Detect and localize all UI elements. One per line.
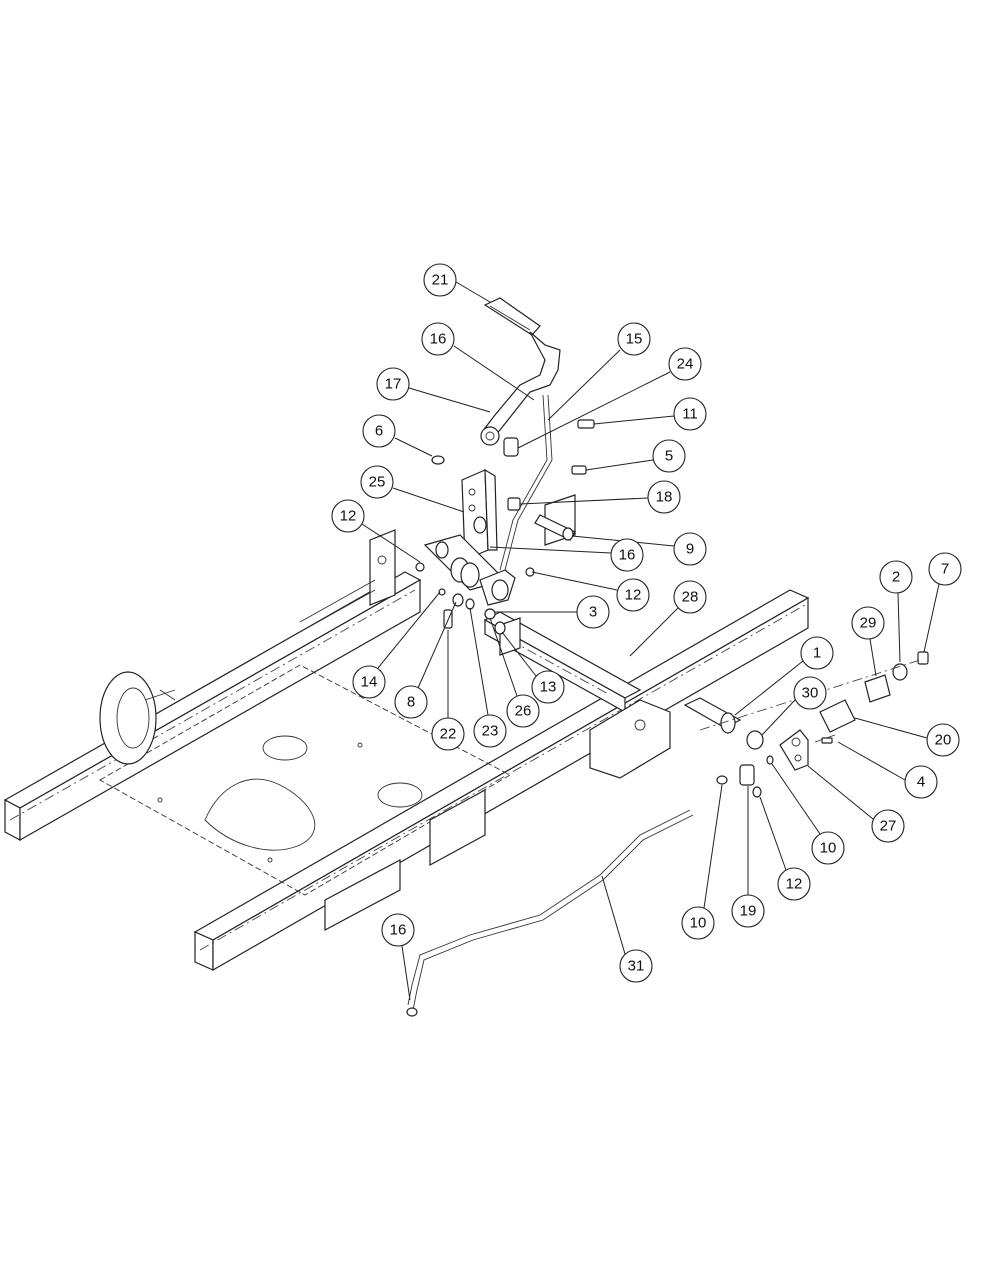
svg-text:5: 5	[665, 448, 673, 465]
callout-19: 19	[731, 786, 765, 928]
svg-text:17: 17	[385, 376, 402, 393]
svg-text:24: 24	[677, 356, 694, 373]
right-linkage	[683, 651, 929, 798]
svg-text:1: 1	[813, 645, 821, 662]
callout-1: 1	[734, 636, 834, 716]
svg-text:8: 8	[407, 694, 415, 711]
svg-text:11: 11	[682, 406, 698, 423]
callout-3: 3	[494, 595, 610, 629]
callout-10-low: 10	[681, 784, 723, 940]
callout-7: 7	[923, 552, 962, 653]
callout-6: 6	[362, 414, 433, 457]
svg-text:13: 13	[540, 679, 557, 696]
svg-text:7: 7	[941, 561, 949, 578]
mount-plate	[461, 468, 498, 561]
floor-plate	[99, 664, 511, 896]
brake-disc	[99, 671, 176, 765]
callout-22: 22	[431, 630, 465, 751]
callout-28: 28	[629, 580, 707, 657]
callout-16-low: 16	[381, 913, 415, 1001]
throttle-rod	[406, 809, 694, 1017]
callout-16: 16	[421, 322, 535, 401]
callout-31: 31	[601, 875, 653, 983]
svg-text:19: 19	[740, 903, 757, 920]
svg-text:27: 27	[880, 818, 897, 835]
callout-14: 14	[352, 591, 441, 699]
callout-27: 27	[807, 765, 905, 843]
callout-4: 4	[837, 741, 938, 799]
pedal-assembly	[480, 297, 561, 446]
svg-text:23: 23	[482, 723, 499, 740]
frame-right-rail	[193, 589, 810, 972]
callout-24: 24	[517, 347, 702, 449]
svg-text:28: 28	[682, 589, 699, 606]
svg-text:31: 31	[628, 958, 645, 975]
callout-26: 26	[489, 617, 540, 728]
callout-16-mid: 16	[489, 538, 644, 572]
callout-18: 18	[519, 480, 681, 514]
callout-25: 25	[360, 465, 465, 513]
callout-2: 2	[879, 560, 913, 663]
svg-text:29: 29	[860, 615, 877, 632]
svg-text:12: 12	[786, 876, 803, 893]
callout-5: 5	[585, 439, 686, 473]
callout-11: 11	[593, 397, 707, 431]
callout-12-mid: 12	[531, 571, 650, 612]
callout-13: 13	[501, 631, 565, 704]
callout-10-right: 10	[771, 763, 845, 865]
callout-12-top: 12	[331, 499, 421, 563]
svg-text:10: 10	[820, 840, 837, 857]
svg-text:6: 6	[375, 423, 383, 440]
svg-text:12: 12	[625, 587, 642, 604]
svg-text:14: 14	[361, 674, 378, 691]
svg-text:22: 22	[440, 726, 457, 743]
svg-text:10: 10	[690, 915, 707, 932]
svg-text:26: 26	[515, 703, 532, 720]
callout-23: 23	[469, 607, 507, 748]
callout-29: 29	[851, 606, 885, 677]
callout-15: 15	[547, 322, 651, 421]
svg-text:20: 20	[935, 732, 952, 749]
svg-text:9: 9	[686, 541, 694, 558]
svg-text:30: 30	[802, 685, 819, 702]
rail-bracket-front	[324, 699, 671, 931]
svg-text:15: 15	[626, 331, 643, 348]
svg-text:2: 2	[892, 569, 900, 586]
callout-group: 21 16 15 24 17 11 6 5 25 18 12 9 16 12 3…	[331, 263, 962, 1001]
svg-text:25: 25	[369, 474, 386, 491]
callout-21: 21	[423, 263, 491, 303]
svg-text:3: 3	[589, 604, 597, 621]
control-rod	[499, 394, 553, 571]
callout-8: 8	[394, 601, 457, 719]
callout-12-low: 12	[759, 796, 811, 901]
callout-17: 17	[376, 367, 491, 413]
svg-text:4: 4	[917, 774, 925, 791]
callout-30: 30	[761, 676, 827, 736]
frame-left-rail	[3, 571, 422, 842]
svg-text:12: 12	[340, 508, 357, 525]
svg-text:21: 21	[432, 272, 449, 289]
svg-text:18: 18	[656, 489, 673, 506]
svg-text:16: 16	[390, 922, 407, 939]
svg-text:16: 16	[619, 547, 636, 564]
callout-20: 20	[854, 717, 960, 757]
svg-text:16: 16	[430, 331, 447, 348]
